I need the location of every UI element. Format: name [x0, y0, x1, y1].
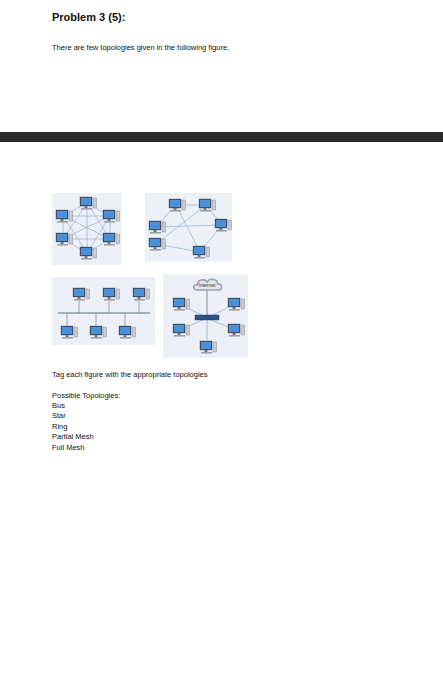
computer-icon	[215, 219, 232, 232]
computer-icon	[228, 298, 245, 311]
figure-panel	[52, 193, 122, 265]
network-link	[96, 313, 97, 326]
computer-icon	[199, 199, 216, 212]
network-link	[156, 225, 222, 227]
computer-icon	[90, 326, 107, 339]
computer-icon	[80, 247, 97, 260]
network-link	[58, 313, 150, 314]
network-link	[79, 301, 80, 313]
computer-icon	[149, 221, 166, 234]
instruction-text: Tag each figure with the appropriate top…	[52, 371, 208, 380]
network-link	[109, 301, 110, 313]
network-link	[139, 301, 140, 313]
computer-icon	[61, 326, 78, 339]
computer-icon	[80, 197, 97, 210]
computer-icon	[193, 246, 210, 259]
computer-icon	[119, 326, 136, 339]
computer-icon	[173, 298, 190, 311]
computer-icon	[173, 324, 190, 337]
network-link	[156, 205, 206, 244]
computer-icon	[200, 341, 217, 354]
computer-icon	[73, 288, 90, 301]
network-link	[125, 313, 126, 326]
full-mesh-figure	[56, 197, 120, 260]
intro-text: There are few topologies given in the fo…	[52, 44, 229, 53]
figure-panel	[163, 274, 248, 358]
list-item: Partial Mesh	[52, 433, 94, 442]
star-figure	[173, 298, 245, 354]
network-link	[176, 205, 200, 252]
figure-panel	[145, 193, 232, 262]
partial-mesh-figure	[149, 199, 232, 259]
separator-bar	[0, 132, 443, 142]
list-item: Bus	[52, 402, 65, 411]
list-item: Star	[52, 412, 66, 421]
computer-icon	[103, 288, 120, 301]
computer-icon	[103, 210, 120, 223]
switch-symbol	[195, 315, 219, 320]
list-heading: Possible Topologies:	[52, 392, 120, 401]
bus-figure	[58, 288, 150, 339]
computer-icon	[169, 199, 186, 212]
computer-icon	[228, 324, 245, 337]
problem-title: Problem 3 (5):	[52, 11, 125, 24]
computer-icon	[103, 233, 120, 246]
computer-icon	[56, 210, 73, 223]
uplink-line	[207, 290, 208, 316]
figure-panel	[52, 277, 155, 345]
list-item: Ring	[52, 423, 67, 432]
list-item: Full Mesh	[52, 444, 85, 453]
computer-icon	[133, 288, 150, 301]
computer-icon	[149, 238, 166, 251]
cloud-label: Internet	[191, 282, 224, 288]
computer-icon	[56, 233, 73, 246]
network-link	[67, 313, 68, 326]
cloud-node: Internet	[191, 277, 224, 292]
